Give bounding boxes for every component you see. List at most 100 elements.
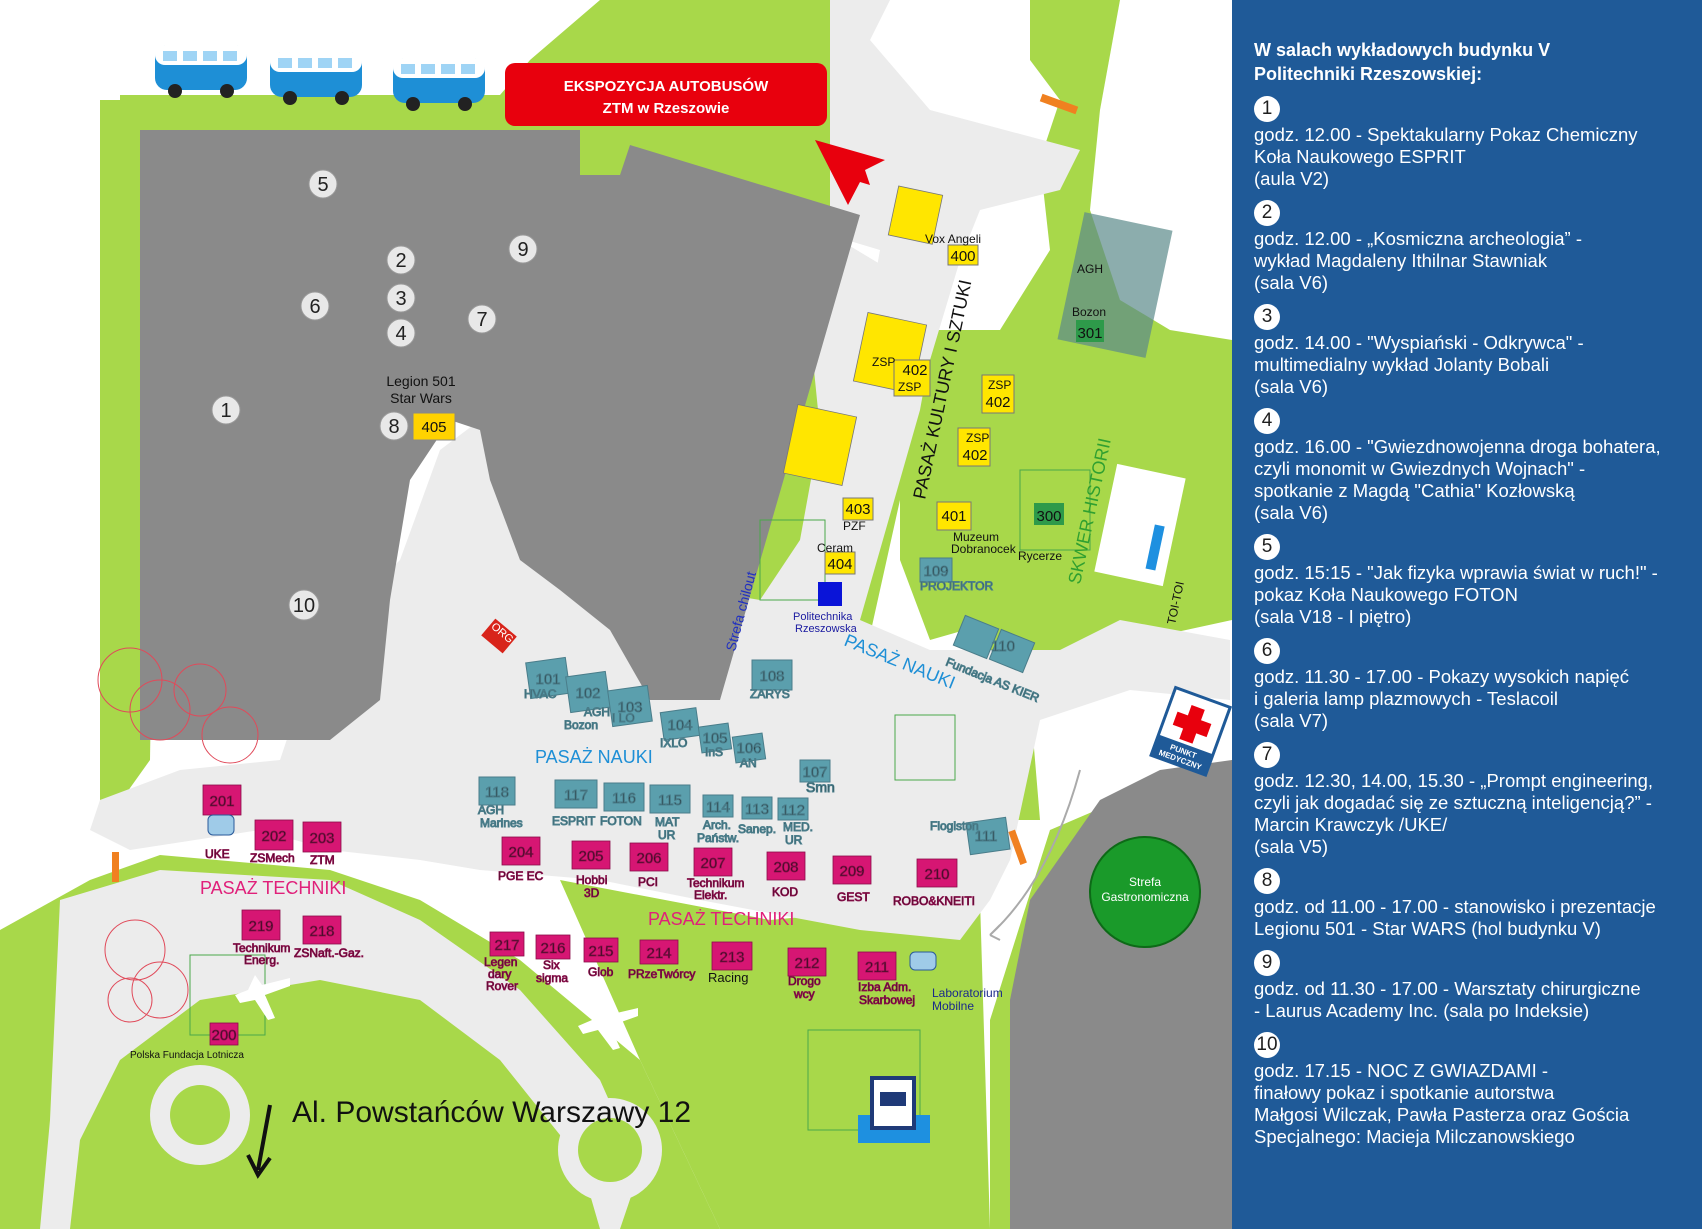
gate-marker bbox=[112, 852, 119, 882]
svg-text:2: 2 bbox=[395, 250, 406, 272]
svg-text:AN: AN bbox=[740, 756, 757, 770]
svg-text:200: 200 bbox=[211, 1027, 236, 1044]
svg-text:300: 300 bbox=[1036, 508, 1061, 525]
hall-marker-1[interactable]: 1 bbox=[211, 395, 241, 425]
booth-405[interactable]: 405 bbox=[412, 412, 456, 441]
hall-marker-9[interactable]: 9 bbox=[508, 234, 538, 264]
svg-text:AGH: AGH bbox=[584, 705, 610, 719]
event-number-badge: 7 bbox=[1254, 742, 1280, 768]
hall-marker-8[interactable]: 8 bbox=[379, 411, 409, 441]
hall-marker-4[interactable]: 4 bbox=[386, 318, 416, 348]
route-arrow bbox=[989, 769, 1081, 941]
hall-marker-10[interactable]: 10 bbox=[288, 589, 320, 621]
svg-text:Polska Fundacja Lotnicza: Polska Fundacja Lotnicza bbox=[130, 1050, 244, 1061]
svg-text:108: 108 bbox=[759, 668, 784, 685]
event-text: godz. 15:15 - "Jak fizyka wprawia świat … bbox=[1254, 562, 1658, 627]
hall-marker-6[interactable]: 6 bbox=[300, 291, 330, 321]
svg-text:Marines: Marines bbox=[480, 816, 523, 830]
hall-marker-2[interactable]: 2 bbox=[386, 245, 416, 275]
svg-text:404: 404 bbox=[827, 556, 852, 573]
svg-text:Racing: Racing bbox=[708, 970, 748, 985]
legion-label-line2: Star Wars bbox=[390, 390, 452, 406]
medical-point[interactable]: PUNKT MEDYCZNY bbox=[1149, 685, 1232, 777]
svg-text:Rycerze: Rycerze bbox=[1018, 549, 1062, 563]
svg-text:PRzeTwórcy: PRzeTwórcy bbox=[628, 967, 695, 981]
svg-text:402: 402 bbox=[985, 394, 1010, 411]
svg-text:Legen: Legen bbox=[484, 955, 517, 969]
bus-stop-icon[interactable] bbox=[858, 1076, 930, 1143]
event-text: godz. 12.00 - Spektakularny Pokaz Chemic… bbox=[1254, 124, 1638, 189]
svg-text:106: 106 bbox=[736, 740, 761, 757]
svg-text:Państw.: Państw. bbox=[697, 831, 739, 845]
event-text: godz. od 11.30 - 17.00 - Warsztaty chiru… bbox=[1254, 978, 1641, 1021]
hall-marker-5[interactable]: 5 bbox=[308, 169, 338, 199]
hall-marker-3[interactable]: 3 bbox=[386, 283, 416, 313]
svg-text:217: 217 bbox=[494, 937, 519, 954]
svg-text:403: 403 bbox=[845, 501, 870, 518]
toitoi-cabins bbox=[1145, 524, 1165, 571]
hall-marker-7[interactable]: 7 bbox=[467, 304, 497, 334]
svg-text:IXLO: IXLO bbox=[660, 736, 687, 750]
svg-text:FOTON: FOTON bbox=[600, 814, 642, 828]
svg-text:6: 6 bbox=[309, 296, 320, 318]
svg-text:UKE: UKE bbox=[205, 847, 230, 861]
svg-text:118: 118 bbox=[485, 784, 509, 801]
svg-text:402: 402 bbox=[962, 447, 987, 464]
bus-exhibit-banner[interactable]: EKSPOZYCJA AUTOBUSÓW ZTM w Rzeszowie bbox=[505, 63, 827, 126]
event-text: godz. od 11.00 - 17.00 - stanowisko i pr… bbox=[1254, 896, 1656, 939]
svg-text:PROJEKTOR: PROJEKTOR bbox=[920, 579, 993, 593]
